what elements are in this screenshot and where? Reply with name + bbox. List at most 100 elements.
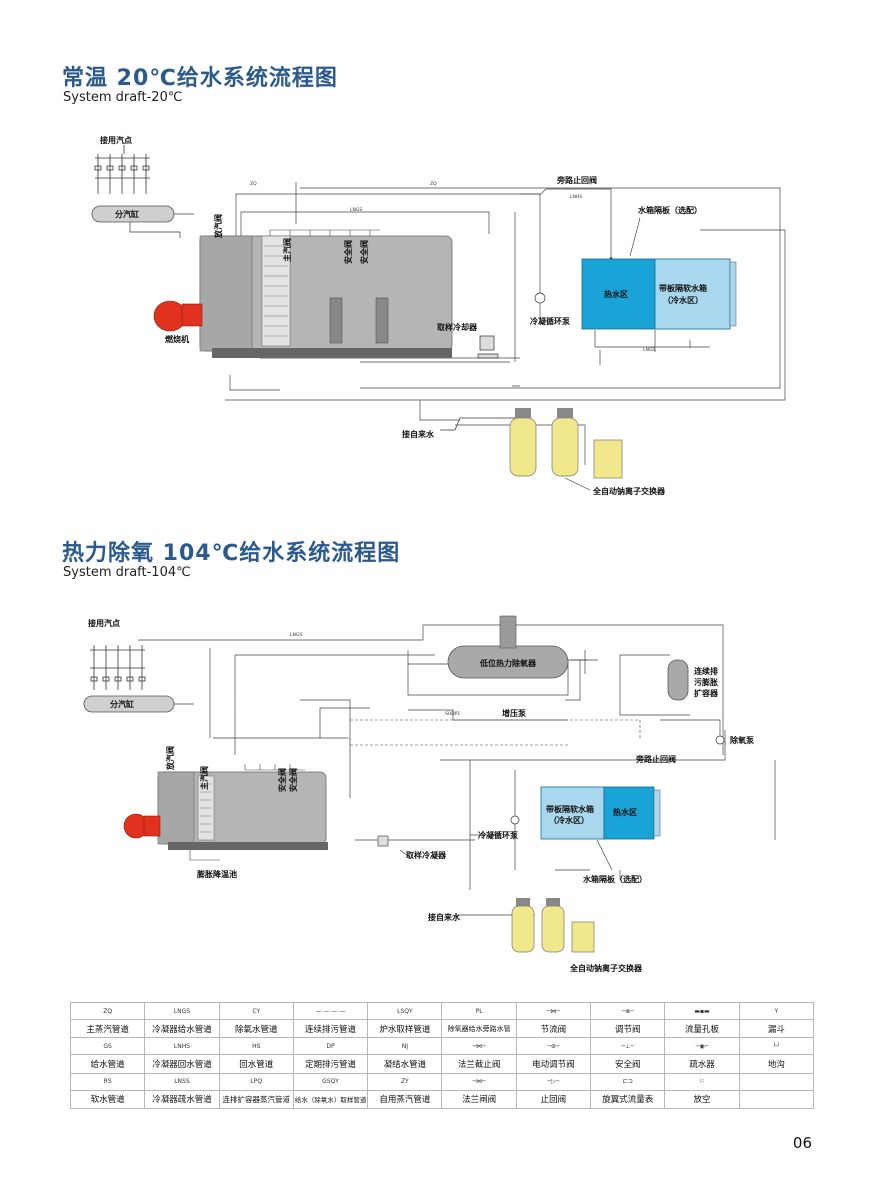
sampling-cooler-1	[477, 335, 499, 359]
legend-dashed-symbol: — — — —	[292, 1001, 369, 1021]
partition-plate-label-1: 水箱隔板（选配）	[637, 205, 702, 215]
vent-icon: ⚐	[664, 1072, 740, 1091]
soft-tank-label-1b: （冷水区）	[663, 295, 703, 305]
soft-tank-label-1a: 带板隔软水箱	[659, 283, 707, 293]
svg-text:SHDP1: SHDP1	[445, 711, 460, 717]
legend-label: 凝结水管道	[367, 1054, 443, 1074]
legend-lnss-symbol: LNSS	[144, 1072, 220, 1091]
legend-lnhs-symbol: LNHS	[144, 1037, 220, 1056]
deaerator-label: 低位热力除氧器	[479, 658, 537, 668]
hot-zone-label-2: 热水区	[613, 807, 637, 817]
boiler-1	[199, 229, 453, 358]
legend-label: 冷凝器回水管道	[144, 1054, 220, 1074]
legend-table: ZQ LNGS CY — — — — LSQY PL ─⋈─ ─⊗─ ▬▪▬ Y…	[69, 1001, 815, 1110]
legend-label: 冷凝器疏水管道	[144, 1089, 220, 1110]
main-steam-valve-label-1: 主汽阀	[282, 238, 292, 262]
svg-text:LNGS: LNGS	[643, 347, 655, 353]
empty-cell	[738, 1072, 815, 1091]
legend-label: 调节阀	[590, 1019, 666, 1039]
flash-tank-2	[667, 659, 689, 701]
legend-label: 炉水取样管道	[367, 1019, 443, 1039]
legend-label: 连排扩容器蒸汽管道	[218, 1089, 294, 1110]
legend-label: 除氧器给水旁路水管	[441, 1019, 517, 1039]
deaerator-pump	[715, 735, 725, 745]
steam-trap-icon: ─◉─	[664, 1037, 740, 1056]
legend-label: 疏水器	[664, 1054, 740, 1074]
section2-subtitle: System draft-104℃	[63, 565, 191, 580]
expansion-pool-label: 膨胀降温池	[196, 869, 237, 879]
legend-label: 给水（除氧水）取样管道	[292, 1089, 369, 1110]
piping-1	[174, 182, 786, 465]
ditch-icon: └┘	[738, 1037, 815, 1056]
steam-point-valves	[94, 145, 150, 194]
funnel-icon: Y	[738, 1001, 815, 1021]
legend-label: 除氧水管道	[218, 1019, 294, 1039]
legend-pl-symbol: PL	[441, 1001, 517, 1021]
legend-label: 法兰闸阀	[441, 1089, 517, 1110]
condensate-pump-2	[510, 815, 520, 825]
regulating-valve-icon: ─⊗─	[590, 1001, 666, 1021]
legend-lpq-symbol: LPQ	[218, 1072, 294, 1091]
vent-valve-label-1: 放汽阀	[213, 214, 223, 239]
diagram-2: 接用汽点 分汽缸 LNGS SHDP1	[83, 615, 776, 973]
flash-tank-label-b: 污膨胀	[694, 677, 718, 687]
deaerator-2	[447, 615, 588, 679]
partition-plate-label-2: 水箱隔板（选配）	[582, 874, 647, 884]
section2-title: 热力除氧 104℃给水系统流程图	[62, 541, 401, 566]
legend-label: 自用蒸汽管道	[367, 1089, 443, 1110]
water-tank-1	[581, 258, 737, 330]
svg-text:LNGS: LNGS	[290, 632, 302, 638]
legend-label: 流量孔板	[664, 1019, 740, 1039]
vent-valve-label-2: 放汽阀	[165, 746, 175, 771]
legend-label: 软水管道	[69, 1089, 146, 1110]
ion-exchanger-label-2: 全自动钠离子交换器	[569, 963, 643, 973]
legend-zq-symbol: ZQ	[69, 1001, 146, 1021]
dashed-piping-2	[350, 719, 641, 746]
legend-label: 连续排污管道	[292, 1019, 369, 1039]
soft-tank-label-2b: （冷水区）	[549, 815, 589, 825]
deaerator-pump-label: 除氧泵	[730, 735, 754, 745]
orifice-plate-icon: ▬▪▬	[664, 1001, 740, 1021]
legend-nj-symbol: NJ	[367, 1037, 443, 1056]
legend-label: 给水管道	[69, 1054, 146, 1074]
bypass-check-valve-label-2: 旁路止回阀	[635, 754, 676, 764]
legend-zy-symbol: ZY	[367, 1072, 443, 1091]
legend-label: 定期排污管道	[292, 1054, 369, 1074]
legend-label: 漏斗	[738, 1019, 815, 1039]
booster-pump-label: 增压泵	[502, 708, 526, 718]
water-tank-2	[540, 786, 661, 840]
burner-label-1: 燃烧机	[165, 334, 189, 344]
legend-cy-symbol: CY	[218, 1001, 294, 1021]
legend-dp-symbol: DP	[292, 1037, 369, 1056]
flow-meter-icon: ⊏⊐	[590, 1072, 666, 1091]
legend-label: 旋翼式流量表	[590, 1089, 666, 1110]
safety-valve-label-1b: 安全阀	[359, 240, 369, 264]
sampling-cooler-2	[377, 835, 389, 847]
legend-label: 节流阀	[515, 1019, 592, 1039]
legend-label: 电动调节阀	[515, 1054, 592, 1074]
legend-label: 法兰截止阀	[441, 1054, 517, 1074]
ion-exchanger-label-1: 全自动钠离子交换器	[592, 486, 666, 496]
legend-label: 回水管道	[218, 1054, 294, 1074]
flange-gate-valve-icon: ─⋈─	[441, 1072, 517, 1091]
safety-valve-label-1a: 安全阀	[343, 240, 353, 264]
svg-text:LNHS: LNHS	[570, 194, 582, 200]
legend-lsqy-symbol: LSQY	[367, 1001, 443, 1021]
throttle-valve-icon: ─⋈─	[515, 1001, 592, 1021]
legend-rs-symbol: RS	[69, 1072, 146, 1091]
flash-tank-label-a: 连续排	[694, 666, 718, 676]
legend-gs-symbol: GS	[69, 1037, 146, 1056]
legend-label: 放空	[664, 1089, 740, 1110]
legend-label: 冷凝器给水管道	[144, 1019, 220, 1039]
condensate-pump-label-2: 冷凝循环泵	[478, 830, 518, 840]
safety-valve-icon: ─⊥─	[590, 1037, 666, 1056]
steam-point-valves-2	[90, 645, 146, 690]
burner-1	[153, 300, 203, 332]
boiler-2	[157, 764, 328, 850]
steam-header-label: 分汽缸	[115, 209, 139, 219]
svg-text:ZQ: ZQ	[430, 181, 437, 187]
flow-diagrams: 接用汽点 分汽缸 ZQ LNGS ZQ LNHS LNGS LNGS	[83, 135, 786, 973]
check-valve-icon: ─▷─	[515, 1072, 592, 1091]
hot-zone-label-1: 热水区	[604, 289, 628, 299]
city-water-label-2: 接自来水	[428, 912, 461, 922]
